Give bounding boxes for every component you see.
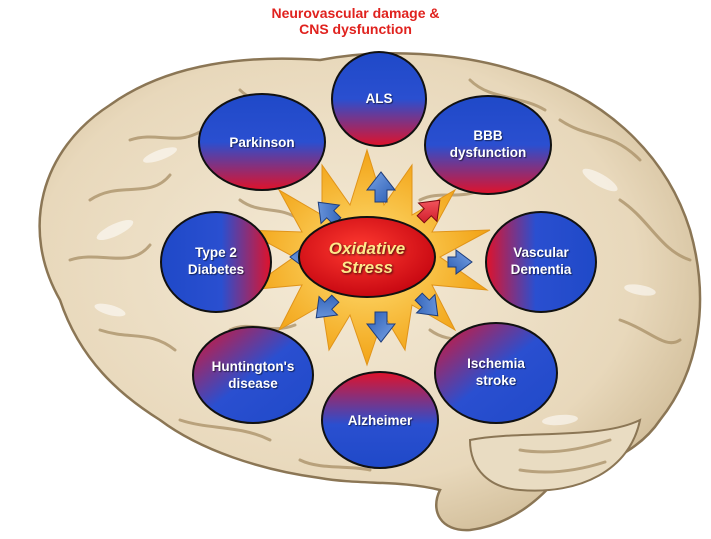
center-node-shape <box>298 216 436 298</box>
center-node-label: Oxidative Stress <box>328 239 406 277</box>
diagram-title-line-2: CNS dysfunction <box>299 21 412 37</box>
node-label-als: ALS <box>365 91 393 106</box>
node-shape-huntington <box>192 326 314 424</box>
node-label-bbb: BBB dysfunction <box>449 128 527 160</box>
node-label-alzheimer: Alzheimer <box>347 413 413 428</box>
diagram-title-line-1: Neurovascular damage & <box>271 5 440 21</box>
node-shape-als <box>331 51 427 147</box>
node-shape-dementia <box>485 211 597 313</box>
node-label-ischemia: Ischemia stroke <box>467 356 525 388</box>
node-label-dementia: Vascular Dementia <box>510 245 572 277</box>
node-shape-bbb <box>424 95 552 195</box>
arrow-down-right-icon <box>414 292 439 317</box>
disease-nodes <box>160 51 597 469</box>
arrow-up-icon <box>365 171 397 203</box>
node-shape-ischemia <box>434 322 558 424</box>
node-shape-parkinson <box>198 93 326 191</box>
arrow-down-left-icon <box>315 294 340 319</box>
arrow-up-left-icon <box>317 201 342 226</box>
node-label-diabetes: Type 2 Diabetes <box>187 245 245 277</box>
arrow-right-icon <box>447 249 473 275</box>
arrows <box>289 171 473 343</box>
node-label-parkinson: Parkinson <box>229 135 295 150</box>
arrow-down-icon <box>365 311 397 343</box>
node-shape-alzheimer <box>321 371 439 469</box>
arrow-up-right-icon <box>416 199 441 224</box>
node-label-huntington: Huntington's disease <box>211 359 295 391</box>
node-shape-diabetes <box>160 211 272 313</box>
